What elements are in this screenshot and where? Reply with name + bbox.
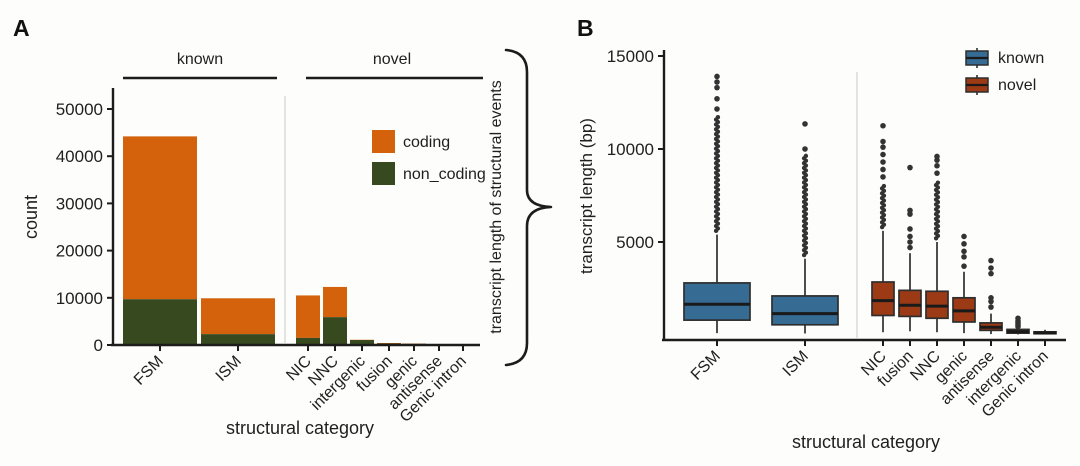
outlier-genic [961,263,967,269]
bar-noncoding-NIC [296,337,320,345]
outlier-antisense [988,304,994,310]
panel-a-y-tick-label: 10000 [56,289,103,308]
outlier-FSM [715,114,721,120]
panel-a-x-tick-label: FSM [131,353,167,389]
outlier-NNC [934,170,940,176]
panel-a-letter: A [13,15,30,41]
panel-a-legend-label-non_coding: non_coding [403,166,486,183]
outlier-FSM [714,73,720,80]
panel-a-y-tick-label: 50000 [56,100,103,119]
outlier-fusion [907,233,913,240]
outlier-ISM [802,121,808,127]
bar-coding-NIC [296,295,320,338]
outlier-FSM [714,106,720,112]
panel-b-x-tick-label: ISM [780,348,812,380]
panel-b-y-tick-label: 15000 [607,47,654,66]
panel-b-letter: B [577,15,594,41]
brace-annotation-label: transcript length of structural events [488,80,505,334]
panel-a-x-tick-label: ISM [213,353,245,385]
outlier-antisense [988,295,994,301]
box-FSM [683,282,751,321]
panel-b-y-tick-label: 5000 [616,233,654,252]
outlier-ISM [802,146,808,152]
outlier-fusion [907,164,913,171]
outlier-FSM [714,95,720,102]
group-header-novel: novel [372,51,412,68]
outlier-antisense [988,257,994,264]
outlier-NIC [881,183,887,189]
brace [504,48,553,367]
outlier-NIC [880,166,886,173]
panel-a-y-tick-label: 40000 [56,147,103,166]
panel-b-x-tick-label: FSM [688,348,724,384]
panel-b-y-tick-label: 10000 [607,140,654,159]
outlier-NIC [880,122,886,129]
panel-a-legend-swatch-coding [372,130,395,153]
panel-b-legend-label-known: known [998,50,1044,67]
bar-noncoding-NNC [323,317,347,345]
panel-a-y-tick-label: 20000 [56,242,103,261]
outlier-NNC [935,180,941,185]
panel-a-legend-swatch-non_coding [372,162,395,185]
bar-noncoding-ISM [201,334,275,345]
bar-coding-NNC [323,286,347,318]
bar-noncoding-intergenic [350,340,374,345]
outlier-NNC [934,153,940,160]
outlier-FSM [714,79,720,85]
bar-noncoding-FSM [123,299,197,345]
panel-b-x-axis-title: structural category [791,432,941,452]
box-ISM [771,295,839,326]
outlier-NIC [880,151,886,158]
panel-a-legend-label-coding: coding [403,134,450,151]
outlier-genic [961,233,967,240]
panel-a-y-tick-label: 0 [94,336,103,355]
outlier-antisense [988,265,994,271]
outlier-ISM [803,153,809,159]
group-header-known: known [176,51,224,68]
outlier-FSM [714,84,720,91]
outlier-NIC [880,159,886,165]
outlier-genic [961,248,967,255]
outlier-intergenic [1015,315,1021,322]
outlier-fusion [907,207,913,214]
outlier-fusion [907,226,913,232]
bar-coding-ISM [201,298,275,335]
outlier-NIC [880,138,886,145]
outlier-antisense [988,270,994,277]
outlier-fusion [907,239,913,245]
outlier-NNC [934,162,940,169]
panel-b-y-axis-title: transcript length (bp) [577,118,596,274]
outlier-NIC [880,174,886,180]
outlier-NIC [880,144,886,150]
bar-coding-FSM [123,136,197,300]
box-fusion [898,289,922,318]
panel-a-x-axis-title: structural category [225,418,375,438]
outlier-fusion [907,244,913,251]
panel-b-legend-label-novel: novel [998,77,1036,94]
panel-a-y-tick-label: 30000 [56,194,103,213]
outlier-genic [961,254,967,260]
panel-a-y-axis-title: count [21,194,41,240]
box-NIC [871,281,895,317]
outlier-genic [961,241,967,247]
